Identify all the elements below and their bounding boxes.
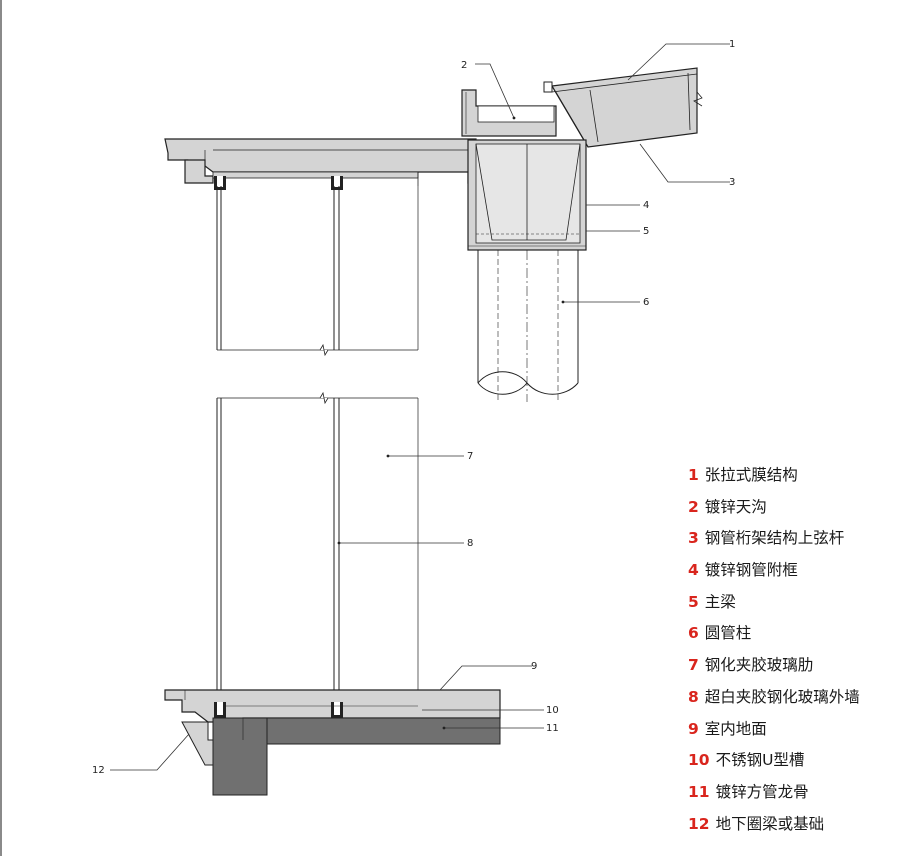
legend-number: 9 [688,719,699,738]
steel-frame-and-main-beam [467,139,587,251]
legend-item-12: 12 地下圈梁或基础 [688,812,893,844]
legend-label: 超白夹胶钢化玻璃外墙 [704,687,860,706]
legend-item-7: 7 钢化夹胶玻璃肋 [688,653,893,685]
callout-11: 11 [546,723,559,734]
callout-8: 8 [467,538,473,549]
legend-label: 圆管柱 [704,624,752,643]
callout-7: 7 [467,451,473,462]
legend-item-6: 6 圆管柱 [688,621,893,653]
legend-item-5: 5 主梁 [688,590,893,622]
legend-label: 镀锌方管龙骨 [715,782,809,801]
legend-label: 钢管桁架结构上弦杆 [704,529,845,548]
legend-item-10: 10 不锈钢U型槽 [688,748,893,780]
galvanized-gutter [461,89,557,137]
callout-12: 12 [92,765,105,776]
legend-number: 4 [688,561,699,580]
legend-number: 6 [688,624,699,643]
callout-2: 2 [461,60,467,71]
page-edge-line [0,0,2,856]
callout-6: 6 [643,297,649,308]
legend-item-9: 9 室内地面 [688,717,893,749]
callout-3: 3 [729,177,735,188]
legend-item-2: 2 镀锌天沟 [688,495,893,527]
legend-number: 7 [688,656,699,675]
legend-item-3: 3 钢管桁架结构上弦杆 [688,526,893,558]
legend-number: 1 [688,466,699,484]
round-tube-column [477,250,579,402]
legend-item-1: 1 张拉式膜结构 [688,463,893,495]
callout-1: 1 [729,39,735,50]
legend: 1 张拉式膜结构 2 镀锌天沟 3 钢管桁架结构上弦杆 4 镀锌钢管附框 5 主梁 6 圆管… [688,463,893,843]
legend-label: 室内地面 [704,719,767,738]
floor-and-u-channels [164,689,501,723]
membrane-roof [543,67,703,148]
legend-number: 10 [688,751,710,770]
legend-label: 钢化夹胶玻璃肋 [704,656,814,675]
legend-label: 主梁 [704,592,736,611]
legend-number: 11 [688,782,710,801]
legend-item-11: 11 镀锌方管龙骨 [688,780,893,812]
glass-wall-upper [216,186,419,357]
legend-label: 镀锌天沟 [704,497,767,516]
leader-lines [110,43,730,771]
joist-and-foundation [181,717,501,796]
legend-number: 5 [688,592,699,611]
legend-number: 12 [688,814,710,833]
callout-9: 9 [531,661,537,672]
legend-label: 张拉式膜结构 [704,466,798,484]
callout-5: 5 [643,226,649,237]
legend-number: 8 [688,687,699,706]
callout-10: 10 [546,705,559,716]
legend-item-4: 4 镀锌钢管附框 [688,558,893,590]
legend-label: 镀锌钢管附框 [704,561,798,580]
legend-number: 3 [688,529,699,548]
leader-dots [337,116,565,730]
legend-label: 地下圈梁或基础 [715,814,825,833]
callout-4: 4 [643,200,649,211]
glass-wall-lower [216,391,419,704]
legend-number: 2 [688,497,699,516]
legend-label: 不锈钢U型槽 [715,751,805,770]
canopy-slab [164,138,477,190]
legend-item-8: 8 超白夹胶钢化玻璃外墙 [688,685,893,717]
